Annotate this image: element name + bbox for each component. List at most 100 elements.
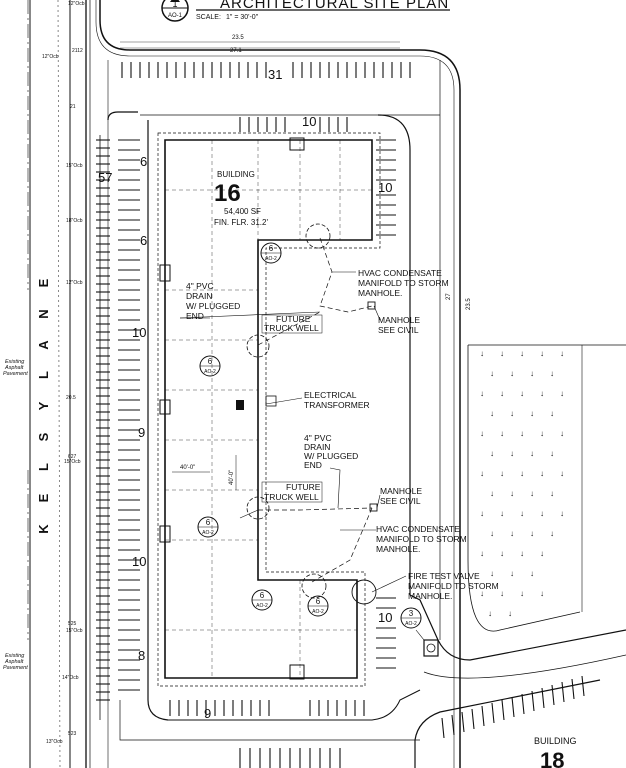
- building-number: 16: [214, 180, 241, 207]
- existing-pavement-label-bottom: Existing Asphalt Pavement: [3, 653, 28, 671]
- tree-mark: ↓: [530, 489, 534, 498]
- drawing-title: ARCHITECTURAL SITE PLAN: [220, 0, 449, 12]
- tree-mark: ↓: [520, 469, 524, 478]
- detail-num: 6: [269, 244, 274, 253]
- building-finish-floor: FIN. FLR. 31.2': [214, 218, 268, 227]
- parking-row-left-outer: [96, 139, 110, 701]
- detail-ref: AO-2: [405, 621, 417, 627]
- dimension-label: 23.5: [232, 35, 244, 41]
- parking-count: 9: [204, 706, 211, 721]
- tree-mark: ↓: [540, 589, 544, 598]
- tree-mark: ↓: [480, 429, 484, 438]
- callout-line: DRAIN: [186, 291, 212, 301]
- tree-mark: ↓: [540, 429, 544, 438]
- callout-leaders: [180, 271, 407, 593]
- callout-line: TRUCK WELL: [264, 492, 319, 502]
- detail-tags: 6 AO-2 6 AO-2 6 AO-2 6 AO-2 6 AO-2 3 AO-…: [197, 242, 422, 629]
- pavement-label: Pavement: [3, 665, 28, 671]
- parking-row-diagonal: [441, 675, 585, 739]
- parking-row-right: [376, 139, 396, 669]
- tree-mark: ↓: [510, 409, 514, 418]
- callout-line: HVAC CONDENSATE: [358, 268, 442, 278]
- tree-mark: ↓: [560, 349, 564, 358]
- tree-mark: ↓: [500, 509, 504, 518]
- parking-count: 10: [378, 180, 392, 195]
- callout-line: MANHOLE: [380, 486, 422, 496]
- tree-mark: ↓: [488, 609, 492, 618]
- callout-line: END: [186, 311, 204, 321]
- tree-mark: ↓: [520, 509, 524, 518]
- tree-mark: ↓: [510, 449, 514, 458]
- tree-mark: ↓: [500, 549, 504, 558]
- tree-mark: ↓: [560, 509, 564, 518]
- tree-mark: ↓: [560, 469, 564, 478]
- tree-mark: ↓: [530, 569, 534, 578]
- spot-elevation: 523: [68, 731, 77, 737]
- callout-line: SEE CIVIL: [378, 325, 419, 335]
- tree-mark: ↓: [500, 589, 504, 598]
- dimension-label: 27.1: [230, 48, 242, 54]
- callout-line: ELECTRICAL: [304, 390, 357, 400]
- tree-mark: ↓: [540, 349, 544, 358]
- building-number: 18: [540, 748, 564, 768]
- parking-count: 57: [98, 170, 112, 185]
- detail-num: 3: [409, 609, 414, 618]
- tree-mark: ↓: [530, 449, 534, 458]
- building-16-footprint: [157, 132, 381, 687]
- tree-mark: ↓: [510, 529, 514, 538]
- tree-mark: ↓: [540, 469, 544, 478]
- tree-mark: ↓: [520, 349, 524, 358]
- callout-line: MANIFOLD TO STORM: [376, 534, 467, 544]
- pavement-label: Asphalt: [4, 659, 24, 665]
- tree-mark: ↓: [540, 549, 544, 558]
- callout-line: SEE CIVIL: [380, 496, 421, 506]
- detail-tag: 3 AO-2: [400, 607, 422, 629]
- detail-ref: AO-2: [256, 603, 268, 609]
- sheet-ref: AO-1: [168, 13, 183, 19]
- tree-mark: ↓: [490, 529, 494, 538]
- parking-count: 9: [138, 425, 145, 440]
- building-18-label: BUILDING 18: [534, 736, 577, 768]
- callout-line: MANHOLE.: [358, 288, 402, 298]
- tree-mark: ↓: [520, 389, 524, 398]
- existing-pavement-label-top: Existing Asphalt Pavement: [3, 359, 28, 377]
- callout-line: TRUCK WELL: [264, 323, 319, 333]
- parking-count: 10: [132, 554, 146, 569]
- road-letter: S: [36, 432, 51, 441]
- tree-mark: ↓: [490, 569, 494, 578]
- road-name: K E L S Y L A N E: [36, 278, 51, 533]
- tree-mark: ↓: [490, 489, 494, 498]
- spot-elevation: 627: [68, 454, 77, 460]
- detail-num: 6: [260, 591, 265, 600]
- road-letter: Y: [36, 401, 51, 410]
- tree-mark: ↓: [480, 469, 484, 478]
- spot-elevation: 21: [70, 104, 76, 110]
- tree-mark: ↓: [560, 429, 564, 438]
- callout-line: 4" PVC: [186, 281, 214, 291]
- spot-elevation: 12"Ocb: [66, 280, 83, 286]
- dimension-label: 40'-0": [229, 470, 235, 485]
- dimension-label: 23.5: [466, 298, 472, 310]
- callout-line: W/ PLUGGED: [186, 301, 240, 311]
- parking-count: 31: [268, 67, 282, 82]
- structural-grid: [165, 140, 372, 678]
- spot-elevation: 12"Ocb: [68, 1, 85, 7]
- scale-label: SCALE:: [196, 14, 221, 21]
- parking-count: 10: [132, 325, 146, 340]
- spot-elevation: 2112: [72, 48, 83, 54]
- tree-mark: ↓: [560, 389, 564, 398]
- tree-mark: ↓: [540, 509, 544, 518]
- road-letter: N: [36, 309, 51, 318]
- tree-mark: ↓: [510, 489, 514, 498]
- spot-elevations: 12"Ocb 2112 12"Ocb 21 15"Ocb 18"Ocb 12"O…: [42, 1, 85, 745]
- road-letter: E: [36, 493, 51, 502]
- detail-num: 6: [316, 597, 321, 606]
- detail-num: 6: [208, 357, 213, 366]
- callout-line: MANHOLE.: [376, 544, 420, 554]
- spot-elevation: 15"Ocb: [66, 163, 83, 169]
- title-block: 1 AO-1 ARCHITECTURAL SITE PLAN SCALE: 1"…: [161, 0, 450, 22]
- dimension-label: 27: [446, 293, 452, 300]
- callout-line: FUTURE: [276, 314, 311, 324]
- parking-row-bottom: [169, 700, 365, 768]
